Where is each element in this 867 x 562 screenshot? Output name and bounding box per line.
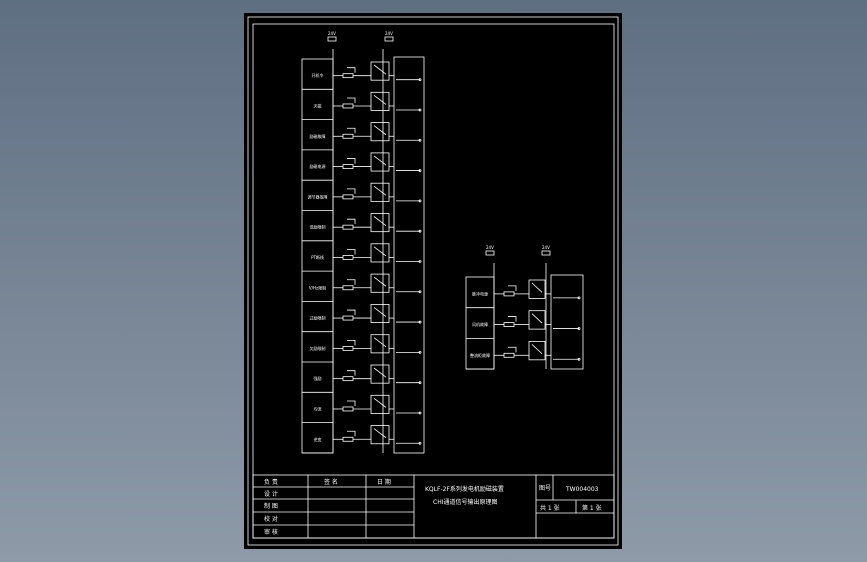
- left-circuit-row: 开机令: [302, 61, 422, 90]
- right-optocoupler: [528, 340, 546, 361]
- col-date: 日 期: [377, 478, 391, 486]
- right-circuit-row: 风机故障: [466, 310, 581, 339]
- left-optocoupler: [370, 243, 390, 263]
- left-resistor: [342, 345, 354, 351]
- left-optocoupler: [370, 213, 390, 233]
- left-signal-label: V/Hz限制: [309, 284, 326, 290]
- left-signal-label: 开机令: [312, 72, 324, 78]
- row-label-3: 制 图: [264, 502, 278, 510]
- left-supply-node-2: [384, 36, 394, 42]
- left-output-terminal: [393, 56, 425, 454]
- left-optocoupler: [370, 273, 390, 293]
- left-signal-label: PT断线: [311, 254, 324, 260]
- left-supply-node: [327, 36, 337, 42]
- right-optocoupler: [528, 279, 546, 299]
- left-circuit-row: 均流: [302, 394, 422, 424]
- outer-frame: [247, 16, 619, 546]
- left-resistor: [342, 285, 354, 291]
- left-signal-label: 励磁故障: [310, 133, 326, 139]
- left-optocoupler: [370, 122, 390, 142]
- sheets-total: 共 1 张: [540, 504, 560, 512]
- left-signal-label: 调节器故障: [308, 193, 328, 199]
- right-supply-node-2: [541, 250, 551, 256]
- inner-frame: [252, 23, 615, 539]
- right-optocoupler: [528, 310, 546, 330]
- left-optocoupler: [370, 334, 390, 354]
- left-resistor: [342, 436, 354, 442]
- left-circuit-row: 逆变: [302, 425, 422, 454]
- right-top-label-2: 24V: [542, 245, 550, 250]
- left-circuit-row: PT断线: [302, 243, 422, 272]
- left-circuit-row: 励磁故障: [302, 122, 422, 151]
- left-signal-label: 欠励限制: [310, 345, 326, 351]
- right-circuit-row: 脉冲电源: [466, 279, 581, 309]
- title-block: 签 名 日 期 负 责 设 计 制 图 校 对 审 核 KQLF-2F系列发电机…: [252, 474, 615, 539]
- right-output-terminal: [550, 274, 584, 370]
- left-optocoupler: [370, 303, 390, 323]
- left-signal-label: 强励: [314, 375, 322, 381]
- left-optocoupler: [370, 182, 390, 202]
- left-resistor: [342, 194, 354, 200]
- right-resistor: [503, 291, 515, 297]
- left-optocoupler: [370, 91, 390, 111]
- left-optocoupler: [370, 394, 390, 414]
- left-circuit-row: 过励限制: [302, 303, 422, 333]
- right-signal-label: 整流柜故障: [470, 352, 490, 358]
- left-circuit-row: 灭磁: [302, 91, 422, 120]
- left-resistor: [342, 315, 354, 321]
- row-label-1: 负 责: [264, 478, 278, 486]
- left-top-label-1: 24V: [328, 31, 336, 36]
- drawing-title-2: CHI通道信号输出原理图: [433, 498, 497, 506]
- sheet-no: 第 1 张: [582, 504, 602, 512]
- left-top-label-2: 24V: [385, 31, 393, 36]
- left-resistor: [342, 406, 354, 412]
- right-circuit-row: 整流柜故障: [466, 340, 581, 370]
- left-signal-label: 励磁电源: [310, 163, 326, 169]
- row-label-2: 设 计: [264, 490, 278, 498]
- left-circuit-row: 低励限制: [302, 213, 422, 242]
- left-resistor: [342, 133, 354, 139]
- left-signal-label: 低励限制: [310, 224, 326, 230]
- col-signature: 签 名: [324, 478, 338, 486]
- left-optocoupler: [370, 61, 390, 81]
- right-top-label-1: 24V: [486, 245, 494, 250]
- right-signal-label: 风机故障: [472, 321, 488, 327]
- left-circuit-row: 欠励限制: [302, 334, 422, 363]
- right-resistor: [503, 322, 515, 327]
- left-optocoupler: [370, 152, 390, 172]
- left-circuit-row: 调节器故障: [302, 182, 422, 211]
- left-resistor: [342, 164, 354, 169]
- left-signal-label: 均流: [314, 405, 322, 411]
- left-optocoupler: [370, 364, 390, 384]
- right-supply-node: [485, 250, 495, 256]
- left-signal-label: 过励限制: [310, 315, 326, 321]
- left-circuit-row: V/Hz限制: [302, 273, 422, 302]
- drawing-sheet: 24V 24V 开机令灭磁励磁故障励磁电源调节器故障低励限制 PT断线 V/Hz限制…: [244, 13, 622, 549]
- left-circuit-row: 强励: [302, 364, 422, 393]
- left-resistor: [342, 103, 354, 109]
- left-signal-label: 逆变: [314, 436, 322, 442]
- left-resistor: [342, 73, 354, 79]
- left-signal-label: 灭磁: [314, 102, 322, 108]
- left-resistor: [342, 376, 354, 382]
- row-label-4: 校 对: [264, 515, 278, 523]
- drawing-no-label: 图号: [539, 485, 551, 492]
- drawing-title-1: KQLF-2F系列发电机励磁装置: [425, 485, 504, 493]
- left-optocoupler: [370, 425, 390, 445]
- right-signal-label: 脉冲电源: [472, 290, 488, 296]
- drawing-no: TW004003: [565, 486, 599, 493]
- left-resistor: [342, 224, 354, 230]
- left-resistor: [342, 255, 354, 260]
- right-resistor: [503, 352, 515, 358]
- left-circuit-row: 励磁电源: [302, 152, 422, 181]
- row-label-5: 审 核: [264, 528, 278, 536]
